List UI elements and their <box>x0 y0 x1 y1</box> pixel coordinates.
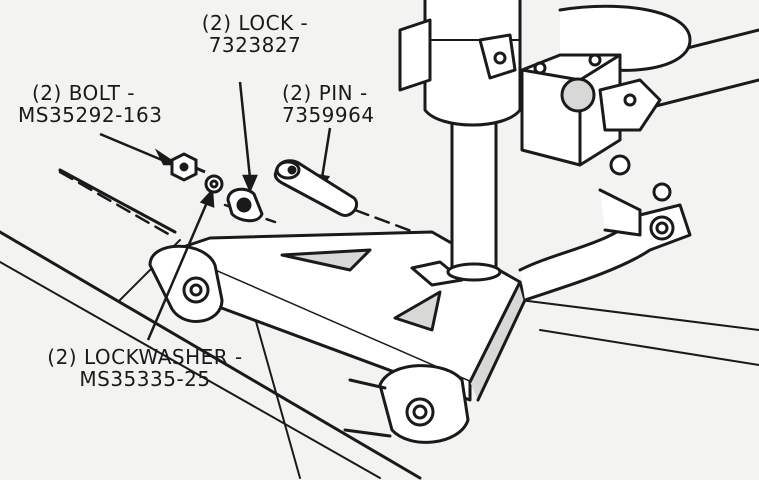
clamp-block <box>520 53 662 167</box>
lockwasher-callout: (2) LOCKWASHER - MS35335-25 <box>20 346 270 390</box>
pin-callout: (2) PIN - 7359964 <box>282 82 375 126</box>
bolt-callout: (2) BOLT - MS35292-163 <box>18 82 162 126</box>
pin-callout-part-number: 7359964 <box>282 103 375 127</box>
linkage-arm <box>518 154 692 302</box>
bracket-plate <box>178 230 527 402</box>
lockwasher-callout-name: (2) LOCKWASHER - <box>47 345 243 369</box>
exploded-parts <box>170 152 359 223</box>
lock-leader <box>238 81 252 179</box>
lock-arrowhead <box>242 174 258 194</box>
lockwasher-callout-part-number: MS35335-25 <box>79 367 211 391</box>
pin-part <box>273 159 359 217</box>
pin-leader <box>320 127 332 179</box>
lock-part <box>226 187 264 223</box>
bolt-leader <box>99 132 163 162</box>
rear-hinge-eye <box>148 244 224 323</box>
pin-callout-name: (2) PIN - <box>282 81 368 105</box>
bolt-part <box>170 152 206 182</box>
vertical-post <box>446 118 502 282</box>
lock-callout-part-number: 7323827 <box>208 33 302 57</box>
lock-callout-name: (2) LOCK - <box>201 11 309 35</box>
lock-callout: (2) LOCK - 7323827 <box>170 12 340 56</box>
bolt-callout-part-number: MS35292-163 <box>18 103 163 127</box>
front-hinge-eye <box>343 364 470 444</box>
frame-rails <box>0 28 759 480</box>
lockwasher-arrowhead <box>199 187 215 208</box>
bolt-callout-name: (2) BOLT - <box>32 81 135 105</box>
lockwasher-part <box>204 174 224 194</box>
lockwasher-leader <box>146 199 210 341</box>
